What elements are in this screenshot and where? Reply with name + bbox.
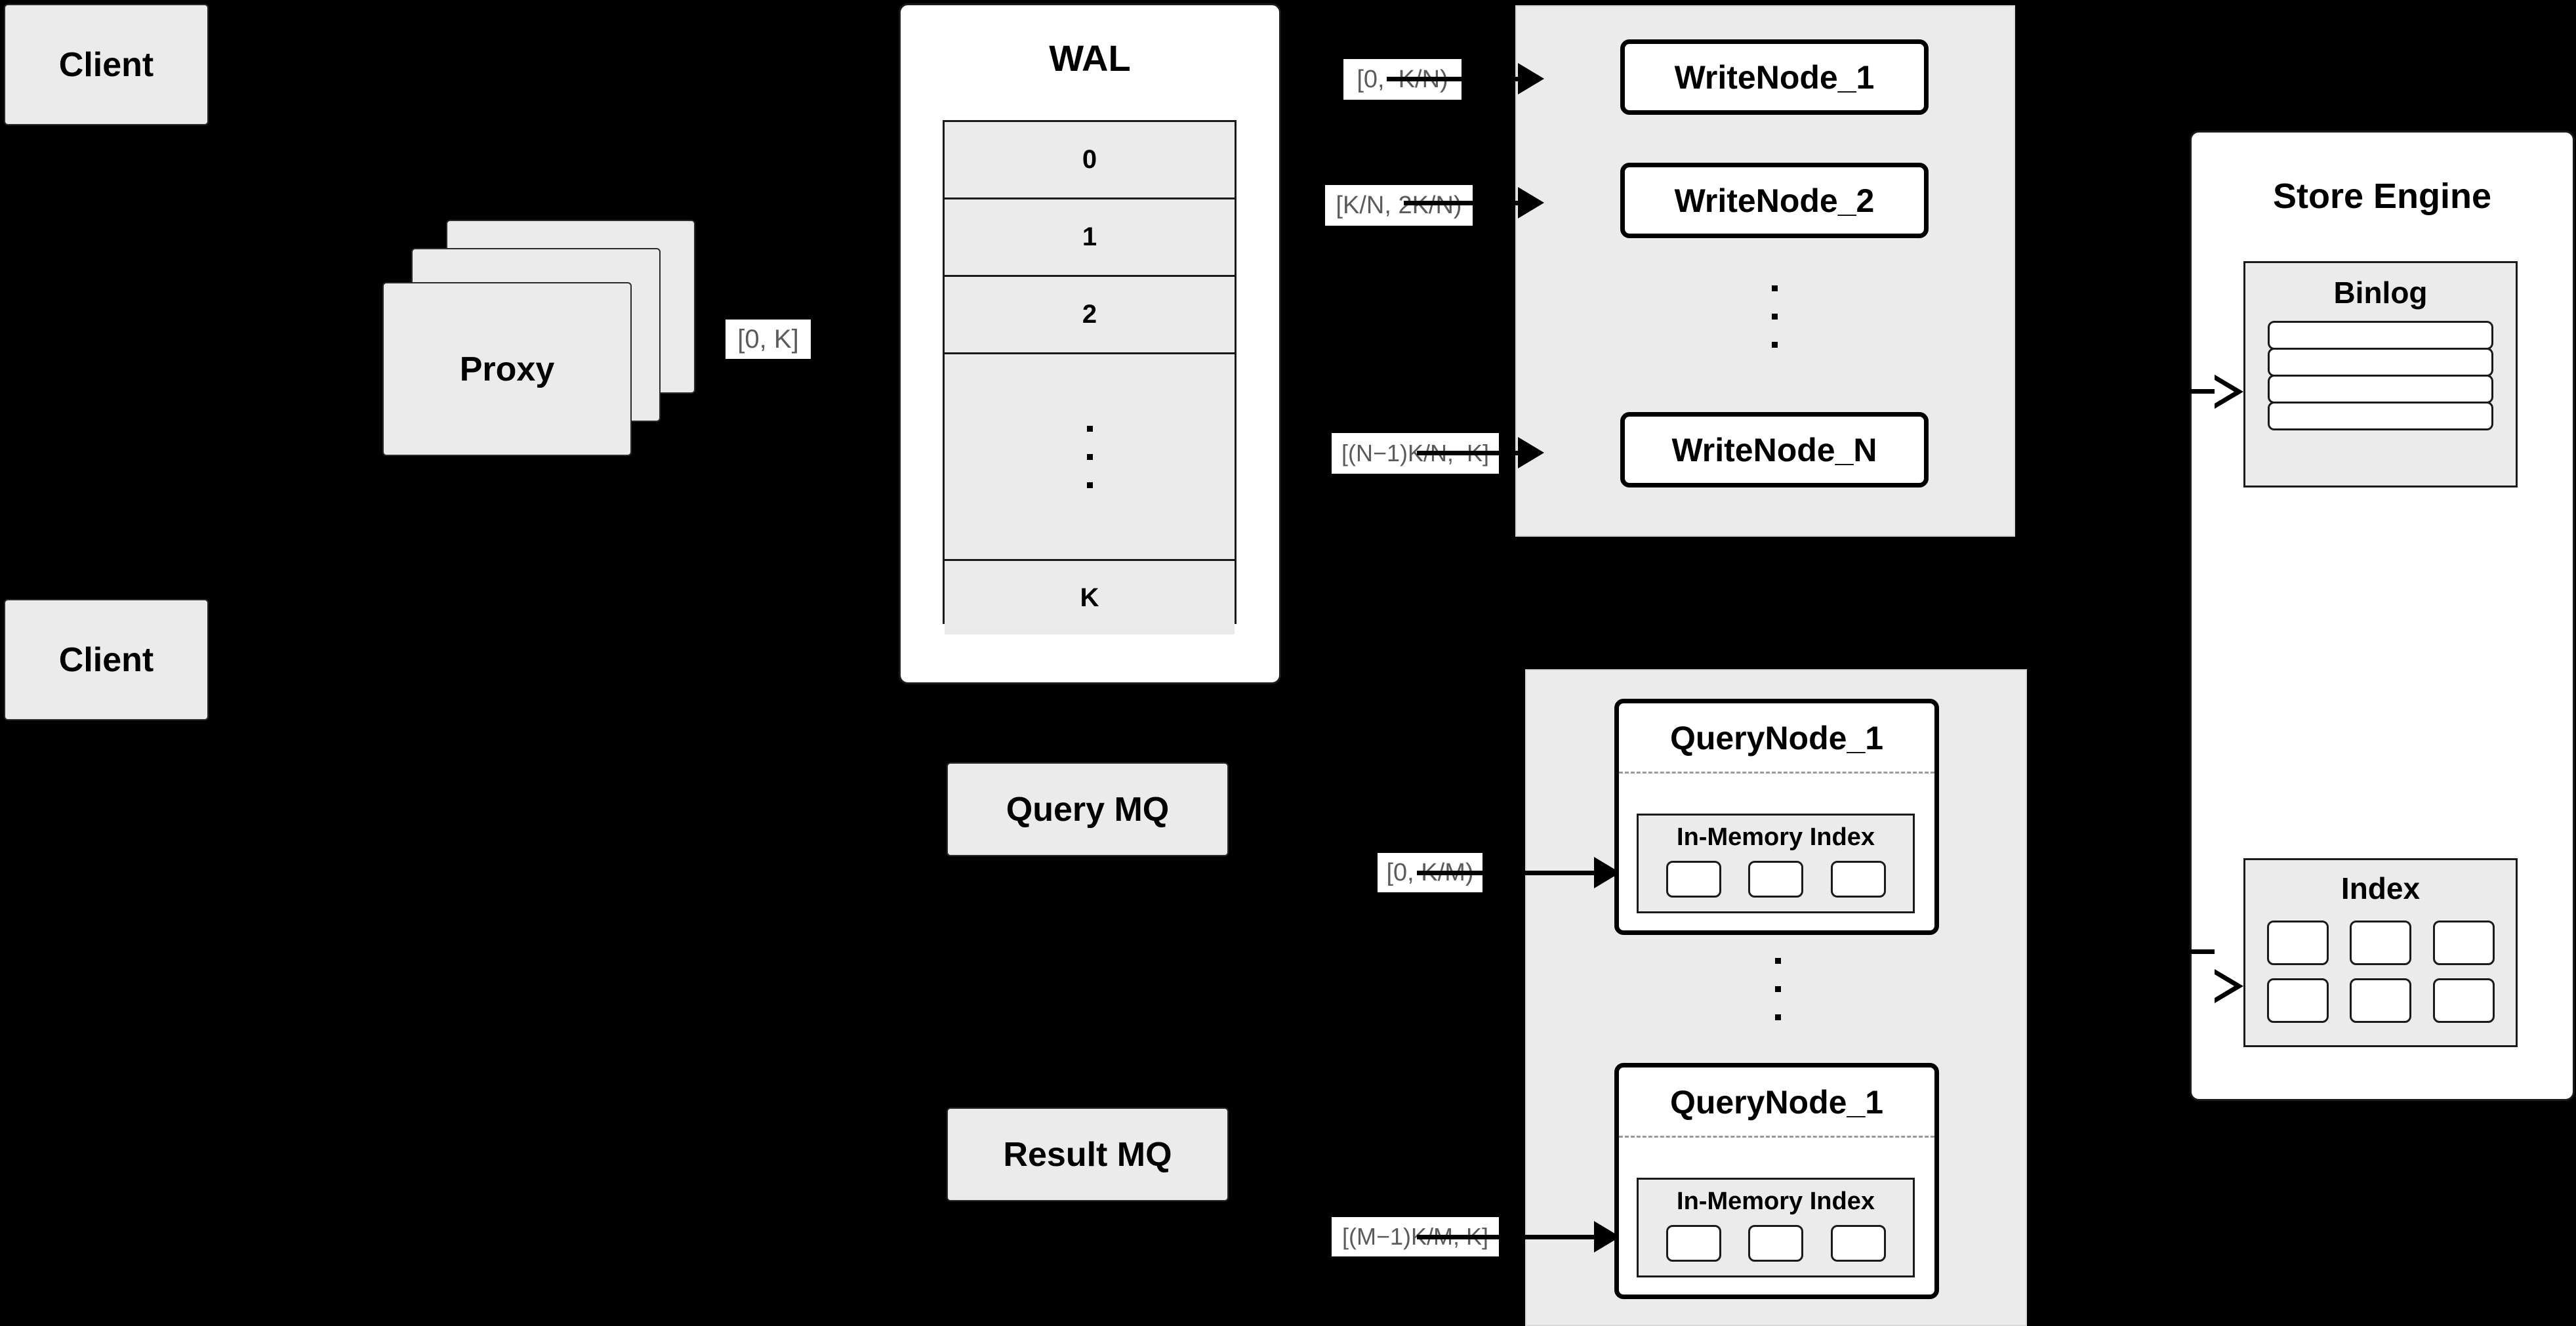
in-memory-index-label: In-Memory Index <box>1677 1188 1875 1215</box>
writenode-n-arrow-head <box>1518 437 1544 468</box>
querynode-m[interactable]: QueryNode_1 In-Memory Index <box>1614 1063 1939 1299</box>
querynode-m-memory-index: In-Memory Index <box>1637 1178 1915 1277</box>
wal-table: 0 1 2 K <box>943 120 1237 634</box>
writenode-1-arrow-line <box>1387 77 1518 81</box>
write-cluster-ellipsis <box>1758 272 1791 361</box>
querynode-1[interactable]: QueryNode_1 In-Memory Index <box>1614 699 1939 935</box>
querynode-1-arrow-line <box>1417 871 1594 875</box>
writenode-1-arrow-head <box>1518 63 1544 94</box>
index-panel: Index <box>2243 858 2518 1047</box>
wal-title: WAL <box>1049 37 1131 79</box>
index-slot[interactable] <box>2350 921 2411 965</box>
binlog-row[interactable] <box>2268 375 2493 404</box>
writenode-2-range-label: [K/N, 2K/N) <box>1325 185 1473 226</box>
result-mq-box[interactable]: Result MQ <box>947 1108 1229 1201</box>
binlog-row[interactable] <box>2268 402 2493 430</box>
index-slot[interactable] <box>2432 978 2495 1023</box>
index-slot[interactable] <box>2266 921 2329 965</box>
index-slot[interactable] <box>1666 861 1721 898</box>
querynode-m-separator <box>1619 1136 1934 1138</box>
index-title: Index <box>2341 871 2421 905</box>
client-label: Client <box>58 45 154 84</box>
index-slot[interactable] <box>1748 1225 1803 1262</box>
wal-row[interactable]: K <box>945 561 1235 634</box>
index-slot[interactable] <box>1748 861 1803 898</box>
wal-row-ellipsis <box>945 354 1235 561</box>
query-mq-box[interactable]: Query MQ <box>947 762 1229 856</box>
writenode-2-arrow-line <box>1404 201 1518 205</box>
writenode-n-arrow-line <box>1417 451 1518 455</box>
index-slot[interactable] <box>2266 978 2329 1023</box>
proxy-label: Proxy <box>459 350 555 388</box>
wal-row[interactable]: 0 <box>945 122 1235 199</box>
binlog-row[interactable] <box>2268 321 2493 350</box>
index-slot[interactable] <box>2432 921 2495 965</box>
writenode-2-arrow-head <box>1518 187 1544 218</box>
index-slot[interactable] <box>1666 1225 1721 1262</box>
proxy-box-front[interactable]: Proxy <box>382 282 632 456</box>
querynode-1-title: QueryNode_1 <box>1669 720 1884 756</box>
querynode-m-arrow-line <box>1417 1235 1594 1239</box>
writenode-2[interactable]: WriteNode_2 <box>1620 163 1929 238</box>
binlog-arrow-line <box>2182 389 2215 394</box>
index-slot[interactable] <box>1830 861 1886 898</box>
binlog-row[interactable] <box>2268 348 2493 377</box>
client-label: Client <box>58 640 154 679</box>
binlog-title: Binlog <box>2333 276 2428 310</box>
wal-row[interactable]: 2 <box>945 277 1235 354</box>
index-arrow-head <box>2215 969 2243 1003</box>
proxy-range-label: [0, K] <box>726 320 811 359</box>
writenode-1[interactable]: WriteNode_1 <box>1620 39 1929 115</box>
querynode-1-separator <box>1619 772 1934 774</box>
query-mq-label: Query MQ <box>1006 790 1170 829</box>
store-engine-title: Store Engine <box>2272 176 2492 216</box>
binlog-arrow-head <box>2215 375 2243 409</box>
client-box-top[interactable]: Client <box>4 4 209 125</box>
index-slot[interactable] <box>2350 978 2411 1023</box>
query-cluster-ellipsis <box>1761 945 1794 1033</box>
in-memory-index-label: In-Memory Index <box>1677 823 1875 851</box>
writenode-n[interactable]: WriteNode_N <box>1620 412 1929 487</box>
wal-row[interactable]: 1 <box>945 199 1235 277</box>
binlog-panel: Binlog <box>2243 261 2518 487</box>
querynode-m-title: QueryNode_1 <box>1669 1084 1884 1121</box>
client-box-bottom[interactable]: Client <box>4 599 209 720</box>
querynode-1-memory-index: In-Memory Index <box>1637 814 1915 913</box>
index-slot[interactable] <box>1830 1225 1886 1262</box>
result-mq-label: Result MQ <box>1003 1135 1172 1174</box>
index-arrow-line <box>2182 949 2215 954</box>
